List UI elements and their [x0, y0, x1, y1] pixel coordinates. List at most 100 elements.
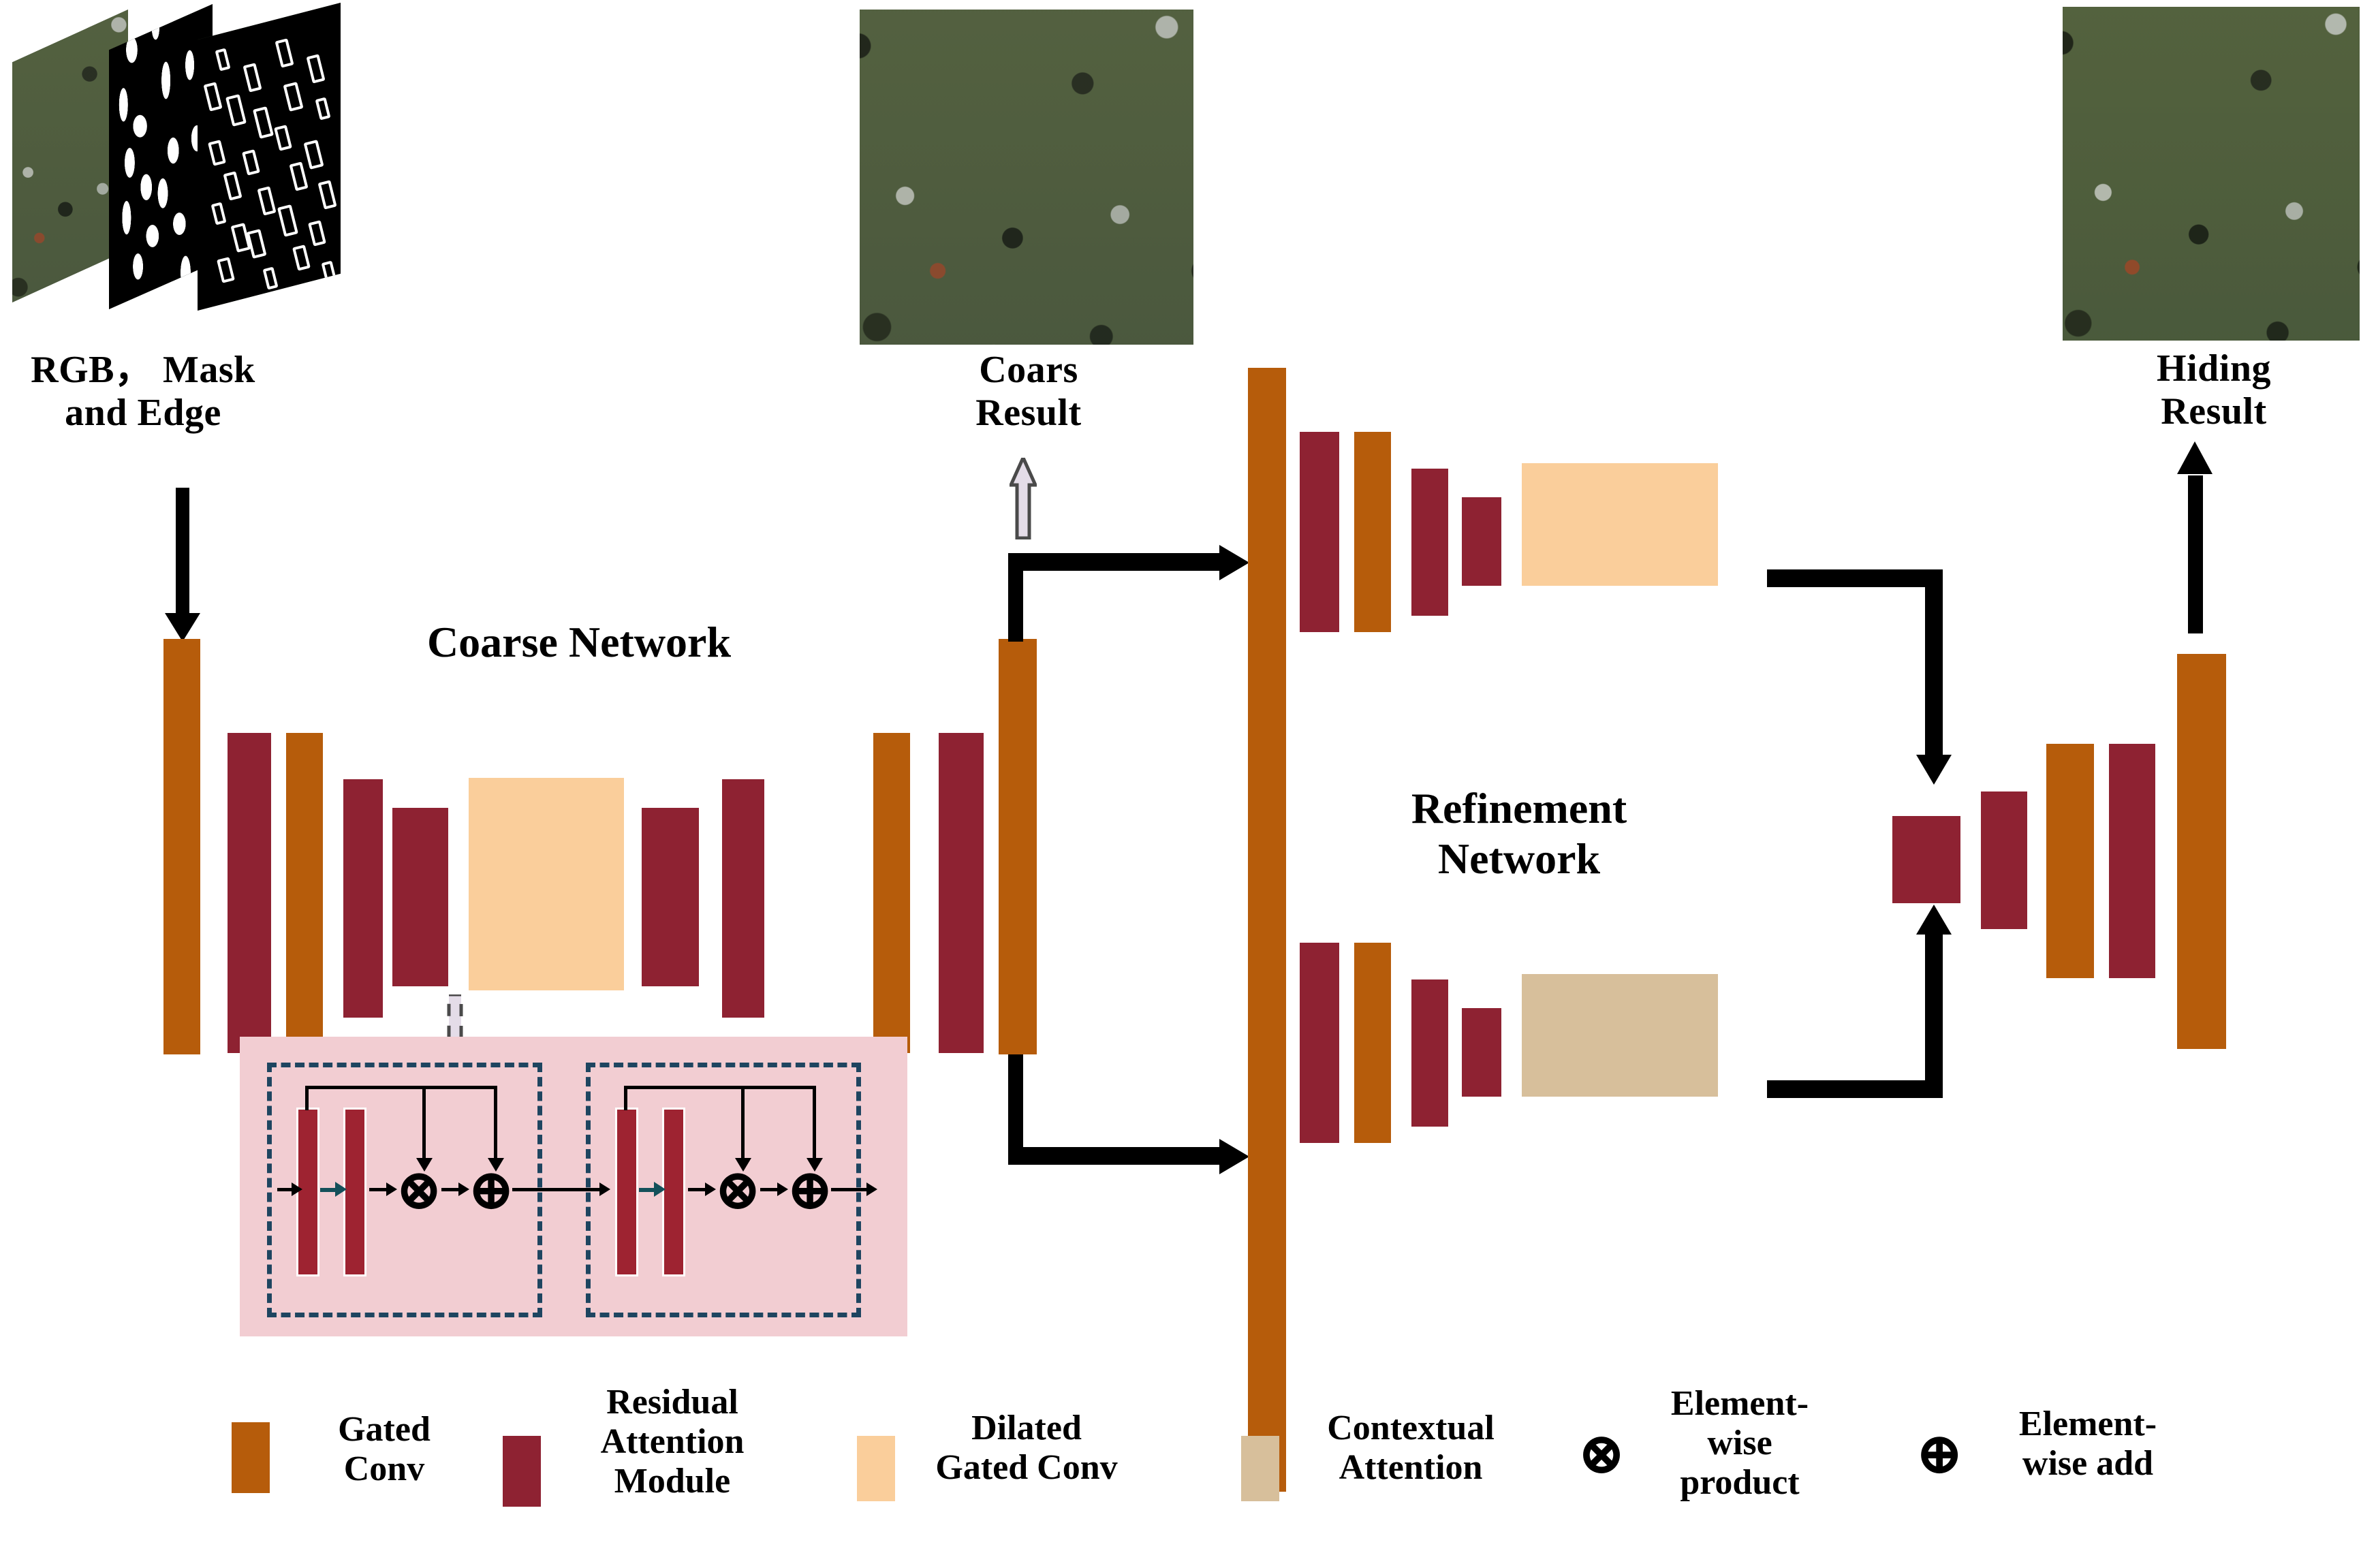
residual-unit-2-conv-a: [615, 1108, 638, 1276]
legend-label-5: Element- wise add: [2018, 1405, 2157, 1484]
top-branch-merge-shaft: [1767, 569, 1943, 587]
refinement-network-title: Refinement Network: [1411, 784, 1627, 883]
coarse-gated-conv-0: [163, 639, 200, 1054]
residual-unit-2-skip-drop-add-head: [807, 1158, 823, 1172]
residual-unit-2-skip-riser: [624, 1086, 627, 1110]
residual-unit-1-skip-drop-mul-head: [416, 1158, 433, 1172]
coarse-to-top-branch-riser: [1008, 553, 1023, 642]
residual-unit-2-multiply-icon: ⊗: [713, 1159, 762, 1222]
input-label: RGB， Mask and Edge: [31, 349, 255, 434]
coarse-to-bottom-branch-head: [1219, 1139, 1249, 1174]
legend-plus-icon: ⊕: [1914, 1421, 1965, 1486]
refine-decoder-residual-attention-0: [1892, 816, 1960, 903]
coarse-residual-attention-3: [343, 779, 383, 1018]
top-branch-merge-riser: [1925, 569, 1943, 760]
refine-bottom-residual-attention-3: [1411, 979, 1448, 1127]
residual-unit-1-plus-icon: ⊕: [467, 1159, 516, 1222]
residual-unit-2-to-add-arrow-head: [777, 1182, 788, 1196]
coarse-to-top-branch-shaft: [1008, 553, 1225, 571]
residual-unit-2-to-mul-arrow-head: [705, 1182, 716, 1196]
legend-label-0: Gated Conv: [338, 1410, 431, 1489]
refine-decoder-residual-attention-1: [1981, 791, 2027, 929]
refine-top-gated-conv-2: [1354, 432, 1391, 632]
coarse-gated-conv-10: [999, 639, 1037, 1054]
coarse-result-ghost-arrow: [1008, 453, 1038, 540]
residual-unit-1-skip-drop-mul: [422, 1086, 426, 1161]
refine-top-residual-attention-4: [1462, 497, 1501, 586]
legend-swatch-gated-conv: [232, 1422, 270, 1493]
coarse-to-bottom-branch-riser: [1008, 1054, 1023, 1165]
residual-unit-2-to-mul-arrow: [688, 1188, 707, 1191]
coarse-residual-attention-4: [392, 808, 448, 986]
bottom-branch-merge-shaft: [1767, 1080, 1943, 1098]
input-image-stack: [0, 3, 381, 316]
residual-unit-1-in-arrow: [277, 1188, 294, 1191]
residual-unit-2-skip-drop-mul-head: [735, 1158, 751, 1172]
refine-bottom-gated-conv-0: [1248, 879, 1286, 1492]
residual-unit-1-mid-arrow: [320, 1188, 337, 1192]
input-arrow-head: [165, 613, 200, 642]
output-arrow-shaft: [2188, 475, 2203, 633]
coarse-residual-attention-1: [228, 733, 271, 1053]
coarse-network-title: Coarse Network: [426, 618, 732, 666]
residual-unit-2-out-arrow: [831, 1188, 871, 1191]
residual-unit-1-to-mul-arrow: [369, 1188, 388, 1191]
coarse-dilated-gated-conv-5: [469, 778, 624, 990]
bottom-branch-merge-head: [1916, 905, 1952, 935]
refine-top-residual-attention-1: [1300, 432, 1339, 632]
residual-unit-2-plus-icon: ⊕: [785, 1159, 834, 1222]
hiding-result-label: Hiding Result: [2157, 347, 2271, 433]
residual-unit-1-multiply-icon: ⊗: [394, 1159, 443, 1222]
residual-unit-1-in-arrow-head: [292, 1182, 302, 1196]
refine-top-residual-attention-3: [1411, 469, 1448, 616]
refine-bottom-residual-attention-4: [1462, 1008, 1501, 1097]
residual-attention-module-panel: ⊗ ⊕ ⊗ ⊕: [240, 1037, 907, 1336]
refine-decoder-residual-attention-3: [2109, 744, 2155, 978]
refine-bottom-contextual-attention-5: [1522, 974, 1718, 1097]
refine-bottom-residual-attention-1: [1300, 943, 1339, 1143]
residual-units-connector-head: [599, 1182, 610, 1196]
legend-label-3: Contextual Attention: [1327, 1409, 1495, 1488]
residual-unit-1-skip-riser: [305, 1086, 309, 1110]
refine-decoder-gated-conv-2: [2046, 744, 2094, 978]
legend-multiply-icon: ⊗: [1576, 1421, 1627, 1486]
residual-unit-2-mid-arrow-head: [654, 1182, 666, 1197]
legend-label-1: Residual Attention Module: [600, 1383, 745, 1501]
residual-unit-2-mid-arrow: [639, 1188, 655, 1192]
residual-unit-1-to-mul-arrow-head: [386, 1182, 397, 1196]
residual-unit-1-skip-drop-add-head: [488, 1158, 504, 1172]
residual-unit-1-skip-drop-add: [494, 1086, 497, 1161]
legend-swatch-residual-attention: [503, 1436, 541, 1507]
coarse-residual-attention-9: [939, 733, 984, 1053]
bottom-branch-merge-riser: [1925, 933, 1943, 1098]
coarse-residual-attention-7: [722, 779, 764, 1018]
residual-unit-1-to-add-arrow: [441, 1188, 460, 1191]
residual-unit-2-to-add-arrow: [760, 1188, 779, 1191]
legend-swatch-contextual-attention: [1241, 1436, 1279, 1501]
refine-decoder-gated-conv-4: [2177, 654, 2226, 1049]
edge-image-pane: [198, 3, 341, 311]
hiding-result-thumbnail: [2063, 7, 2360, 341]
refine-bottom-gated-conv-2: [1354, 943, 1391, 1143]
coarse-to-top-branch-head: [1219, 545, 1249, 580]
coarse-residual-attention-6: [642, 808, 699, 986]
coarse-result-label: Coars Result: [975, 349, 1082, 434]
coarse-result-thumbnail: [860, 10, 1193, 345]
legend-label-2: Dilated Gated Conv: [935, 1409, 1118, 1488]
residual-unit-2-skip-drop-add: [813, 1086, 816, 1161]
coarse-to-bottom-branch-shaft: [1008, 1147, 1225, 1165]
residual-unit-1-conv-b: [343, 1108, 366, 1276]
refine-top-dilated-gated-conv-5: [1522, 463, 1718, 586]
coarse-gated-conv-2: [286, 733, 323, 1053]
residual-unit-1-skip-top: [305, 1086, 497, 1089]
top-branch-merge-head: [1916, 755, 1952, 785]
legend-label-4: Element- wise product: [1670, 1384, 1809, 1503]
residual-unit-2-out-arrow-head: [866, 1182, 877, 1196]
residual-unit-2-skip-drop-mul: [741, 1086, 745, 1161]
residual-unit-1-to-add-arrow-head: [458, 1182, 469, 1196]
mask-image-pane: [109, 4, 213, 309]
rgb-image-pane: [12, 10, 128, 302]
output-arrow-head: [2177, 441, 2213, 474]
residual-unit-1-mid-arrow-head: [335, 1182, 347, 1197]
residual-unit-2-skip-top: [624, 1086, 816, 1089]
